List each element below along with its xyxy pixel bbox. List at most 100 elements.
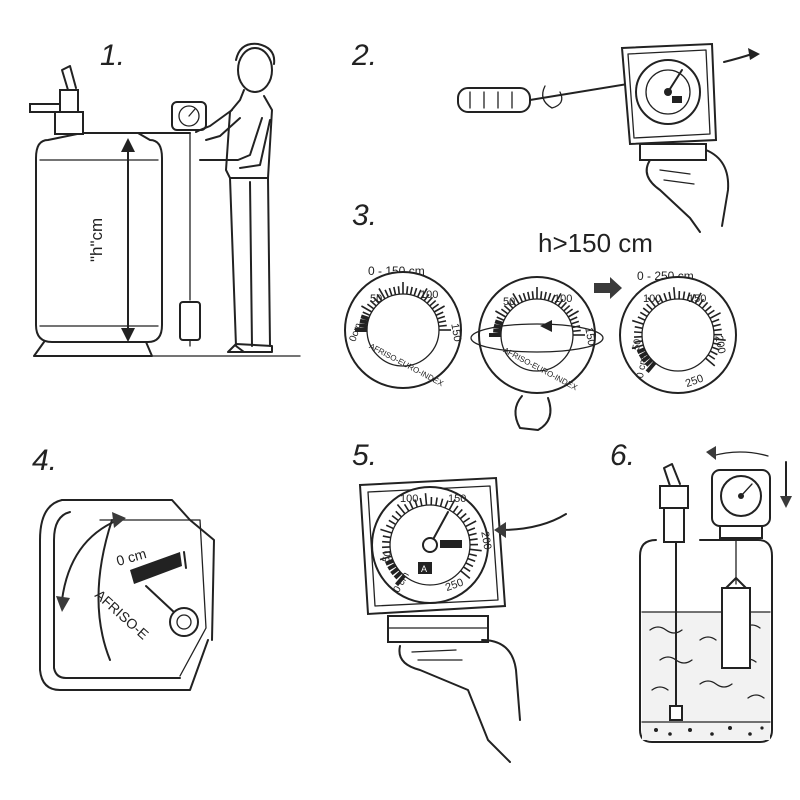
tank-valve xyxy=(54,111,84,135)
dial-tick xyxy=(420,288,428,300)
dial-tick xyxy=(385,524,394,530)
dial-tick xyxy=(569,316,578,322)
probe-s6 xyxy=(721,587,751,669)
dial-tick xyxy=(634,340,643,344)
dial-tick xyxy=(631,319,644,325)
dial-tick xyxy=(701,301,709,309)
dial-tick xyxy=(686,292,691,301)
step-3-number: 3. xyxy=(352,199,377,232)
dial-tick xyxy=(387,563,397,571)
dial-tick xyxy=(713,338,726,342)
hand-step-3 xyxy=(514,395,552,431)
dial-tick xyxy=(634,326,643,330)
step-6-number: 6. xyxy=(610,439,635,472)
rotation-arrow xyxy=(542,85,563,109)
tick-label-150-s5: 150 xyxy=(448,493,466,505)
dial-tick xyxy=(711,318,720,323)
dial-tick xyxy=(459,512,467,520)
dial-tick xyxy=(531,291,535,300)
dial-tick xyxy=(429,299,437,307)
dial-tick xyxy=(711,346,720,351)
dial-tick xyxy=(403,503,410,512)
person-figure xyxy=(195,42,276,353)
dial-tick xyxy=(436,315,446,320)
dial-tick xyxy=(439,498,444,507)
dial-tick xyxy=(712,342,722,346)
dial-tick xyxy=(639,311,648,318)
rotation-arrow-s6 xyxy=(711,451,769,457)
tick-label-150-right: 150 xyxy=(688,293,706,305)
dial-tick xyxy=(494,319,504,326)
step-3-panel: 3. h>150 cm 0 - 150 cm 0cm 50 100 150 AF… xyxy=(344,199,737,431)
tick-label-100: 100 xyxy=(420,289,438,301)
dial-tick xyxy=(554,293,562,305)
dial-tick xyxy=(379,555,392,561)
dial-tick xyxy=(668,291,672,300)
dial-tick xyxy=(456,508,463,516)
dial-tick xyxy=(469,548,482,552)
dial-tick xyxy=(682,291,686,300)
dial-tick xyxy=(645,361,657,374)
dial-tick xyxy=(709,350,718,356)
dial-tick xyxy=(369,299,377,307)
dial-tick xyxy=(467,527,476,532)
step-2-number: 2. xyxy=(351,39,377,72)
dial-tick xyxy=(527,291,531,300)
pointer-hub xyxy=(169,607,199,637)
dial-tick xyxy=(647,297,657,308)
dial-tick xyxy=(362,311,371,317)
dial-tick xyxy=(382,540,391,544)
dial-tick xyxy=(435,497,438,506)
dial-tick xyxy=(360,314,370,321)
dial-tick xyxy=(361,305,373,313)
step-4-panel: 4. 0 cm AFRISO-E xyxy=(32,444,215,691)
dial-tick xyxy=(636,347,646,355)
dial-tick xyxy=(663,293,668,302)
dial-tick xyxy=(465,520,477,528)
tick-label-50-right: 50 xyxy=(631,338,644,351)
dial-tick xyxy=(637,316,646,321)
next-arrow xyxy=(594,277,622,299)
dial-tick xyxy=(395,510,403,518)
step-2-panel: 2. xyxy=(351,39,760,233)
dial-tick xyxy=(698,298,705,307)
dial-tick xyxy=(433,305,445,313)
dial-tick xyxy=(444,500,449,509)
dial-tick xyxy=(419,497,423,507)
hand-step-2 xyxy=(645,149,730,233)
probe-weight xyxy=(179,301,201,341)
dial-tick xyxy=(393,286,397,295)
dial-tick xyxy=(634,331,643,334)
dial-tick xyxy=(397,286,401,295)
step-6-panel: 6. xyxy=(610,439,792,743)
height-label: "h"cm xyxy=(87,218,106,262)
dial-tick xyxy=(405,286,409,295)
step-1-panel: 1. "h"cm xyxy=(29,39,301,357)
dial-tick xyxy=(543,291,547,300)
tank-s6 xyxy=(639,539,773,743)
dial-tick xyxy=(426,296,434,304)
step-4-number: 4. xyxy=(32,444,57,477)
dial-tick xyxy=(380,528,393,534)
gauge-base xyxy=(639,143,707,161)
dial-tick xyxy=(423,293,430,302)
dial-tick xyxy=(388,519,397,526)
dial-tick xyxy=(465,562,474,568)
dial-tick xyxy=(550,294,556,303)
dial-tick xyxy=(495,310,507,318)
dial-tick xyxy=(385,558,394,566)
dial-tick xyxy=(560,301,568,309)
dial-tick xyxy=(438,324,447,328)
dial-tick xyxy=(448,499,456,511)
tank-base xyxy=(33,341,153,357)
dial-tick xyxy=(654,297,660,305)
dial-tick xyxy=(646,303,653,311)
dial-tick xyxy=(460,570,471,580)
tick-label-100-right: 100 xyxy=(643,293,661,305)
dial-tick xyxy=(638,351,648,359)
dial-tick xyxy=(384,289,390,298)
tick-label-0cm-right: 0 cm xyxy=(635,356,650,379)
dial-tick xyxy=(570,320,580,325)
dial-tick xyxy=(704,305,712,312)
